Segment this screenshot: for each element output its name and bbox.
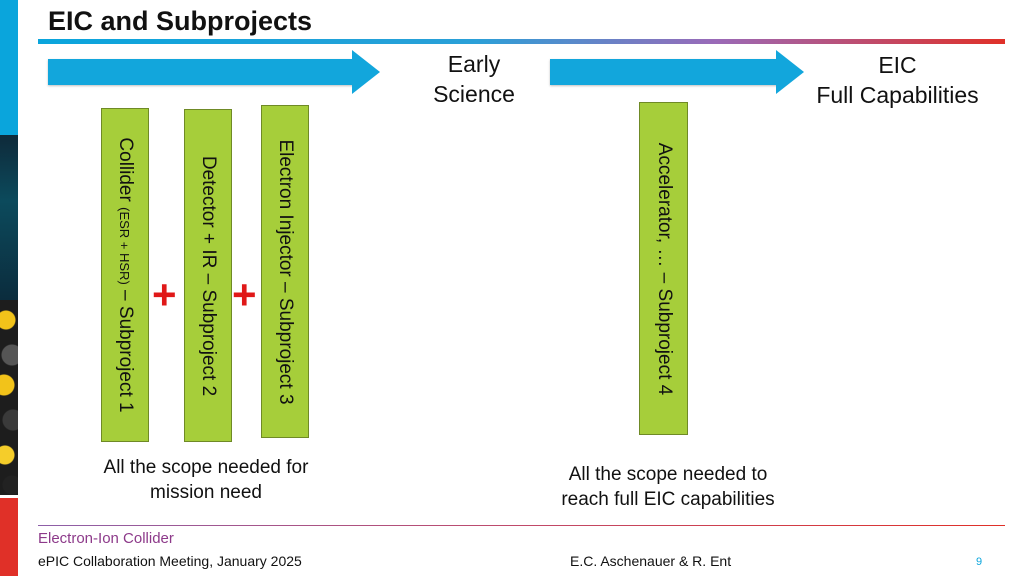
full-capabilities-line1: EIC <box>878 52 917 78</box>
subproject-1-small-text: (ESR + HSR) <box>117 207 132 285</box>
strip-dark-segment <box>0 135 18 300</box>
strip-spheres-image <box>0 300 18 495</box>
mission-scope-line1: All the scope needed for <box>103 457 309 478</box>
subproject-1-suffix-text: – Subproject 1 <box>115 284 136 413</box>
footer-authors: E.C. Aschenauer & R. Ent <box>570 553 732 569</box>
full-scope-line2: reach full EIC capabilities <box>561 489 775 510</box>
subproject-2-label: Detector + IR – Subproject 2 <box>198 155 219 396</box>
footer-meeting: ePIC Collaboration Meeting, January 2025 <box>38 553 302 569</box>
strip-red-segment <box>0 498 18 576</box>
subproject-1-main-text: Collider <box>115 137 136 208</box>
arrow-head-icon <box>776 50 804 94</box>
plus-sign-icon: + <box>232 271 257 318</box>
subproject-4-box: Accelerator, … – Subproject 4 <box>639 102 688 435</box>
left-decorative-strip <box>0 0 18 576</box>
early-science-label: Early Science <box>424 49 524 109</box>
subproject-4-label: Accelerator, … – Subproject 4 <box>653 142 675 395</box>
subproject-2-box: Detector + IR – Subproject 2 <box>184 109 232 442</box>
eic-logo-text: Electron-Ion Collider <box>38 530 174 547</box>
strip-blue-segment <box>0 0 18 135</box>
arrow-to-full-capabilities <box>550 50 806 94</box>
subproject-1-label: Collider (ESR + HSR) – Subproject 1 <box>114 137 136 412</box>
plus-sign-icon: + <box>152 271 177 318</box>
arrow-head-icon <box>352 50 380 94</box>
early-science-line2: Science <box>433 81 515 107</box>
title-underline <box>38 39 1005 44</box>
mission-scope-line2: mission need <box>150 482 262 503</box>
full-capabilities-label: EIC Full Capabilities <box>800 50 995 110</box>
mission-scope-text: All the scope needed for mission need <box>80 455 332 505</box>
subproject-3-label: Electron Injector – Subproject 3 <box>275 138 296 405</box>
arrow-body <box>550 59 778 85</box>
footer-divider <box>38 525 1005 526</box>
slide-title: EIC and Subprojects <box>48 6 313 36</box>
subproject-1-box: Collider (ESR + HSR) – Subproject 1 <box>101 108 149 442</box>
full-scope-line1: All the scope needed to <box>568 464 768 485</box>
arrow-to-early-science <box>48 50 382 94</box>
full-scope-text: All the scope needed to reach full EIC c… <box>538 462 798 512</box>
early-science-line1: Early <box>447 51 501 77</box>
arrow-body <box>48 59 354 85</box>
page-number: 9 <box>976 556 983 568</box>
full-capabilities-line2: Full Capabilities <box>816 82 979 108</box>
subproject-3-box: Electron Injector – Subproject 3 <box>261 105 309 438</box>
